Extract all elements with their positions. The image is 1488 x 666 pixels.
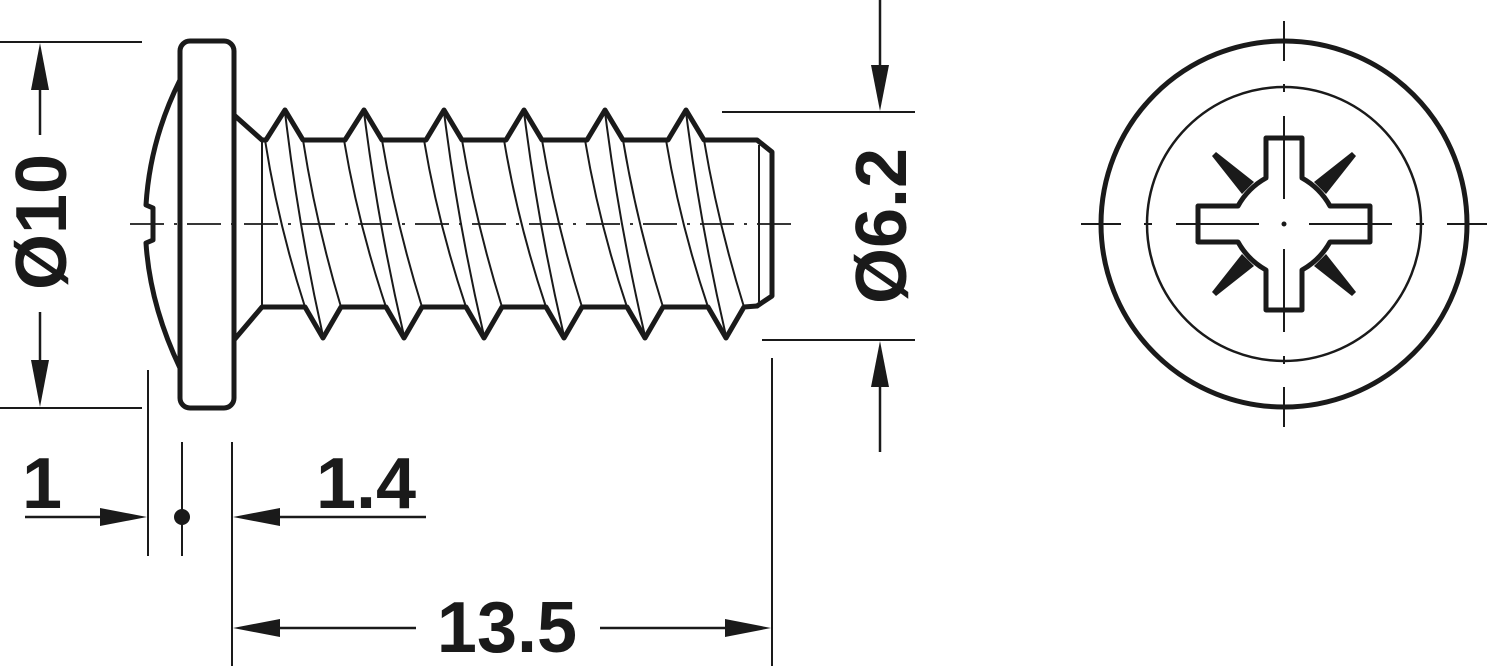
arrow-up-icon bbox=[871, 341, 889, 387]
thread-helix-line bbox=[622, 139, 664, 308]
thread-helix-line bbox=[264, 139, 306, 308]
screw-thread-outline-bottom bbox=[231, 303, 760, 343]
screw-end-view bbox=[1081, 21, 1487, 427]
head-thickness-label: 1.4 bbox=[316, 444, 416, 524]
arrow-right-icon bbox=[100, 508, 147, 526]
thread-diameter-dimension: Ø6.2 bbox=[722, 0, 922, 452]
thread-helix-line bbox=[665, 139, 709, 308]
head-diameter-dimension: Ø10 bbox=[0, 41, 142, 409]
arrow-up-icon bbox=[31, 43, 49, 90]
head-diameter-label: Ø10 bbox=[2, 154, 82, 290]
thread-helix-line bbox=[381, 139, 423, 308]
arrow-down-icon bbox=[31, 360, 49, 407]
pozidriv-spokes bbox=[1212, 152, 1356, 296]
thread-helix-line bbox=[503, 139, 547, 308]
length-label: 13.5 bbox=[437, 588, 577, 666]
head-offset-dimension: 1 1.4 bbox=[22, 370, 426, 666]
pozidriv-recess bbox=[1195, 135, 1373, 313]
length-dimension: 13.5 bbox=[233, 358, 773, 666]
arrow-left-icon bbox=[233, 619, 280, 637]
arrow-left-icon bbox=[233, 508, 280, 526]
arrow-right-icon bbox=[725, 619, 771, 637]
thread-helix-line bbox=[604, 111, 646, 337]
head-offset-label: 1 bbox=[22, 444, 62, 524]
screw-side-view bbox=[130, 38, 792, 411]
arrow-down-icon bbox=[871, 65, 889, 111]
thread-diameter-label: Ø6.2 bbox=[842, 148, 922, 304]
dimension-dot bbox=[174, 509, 190, 525]
screw-thread-outline-top bbox=[231, 107, 775, 309]
